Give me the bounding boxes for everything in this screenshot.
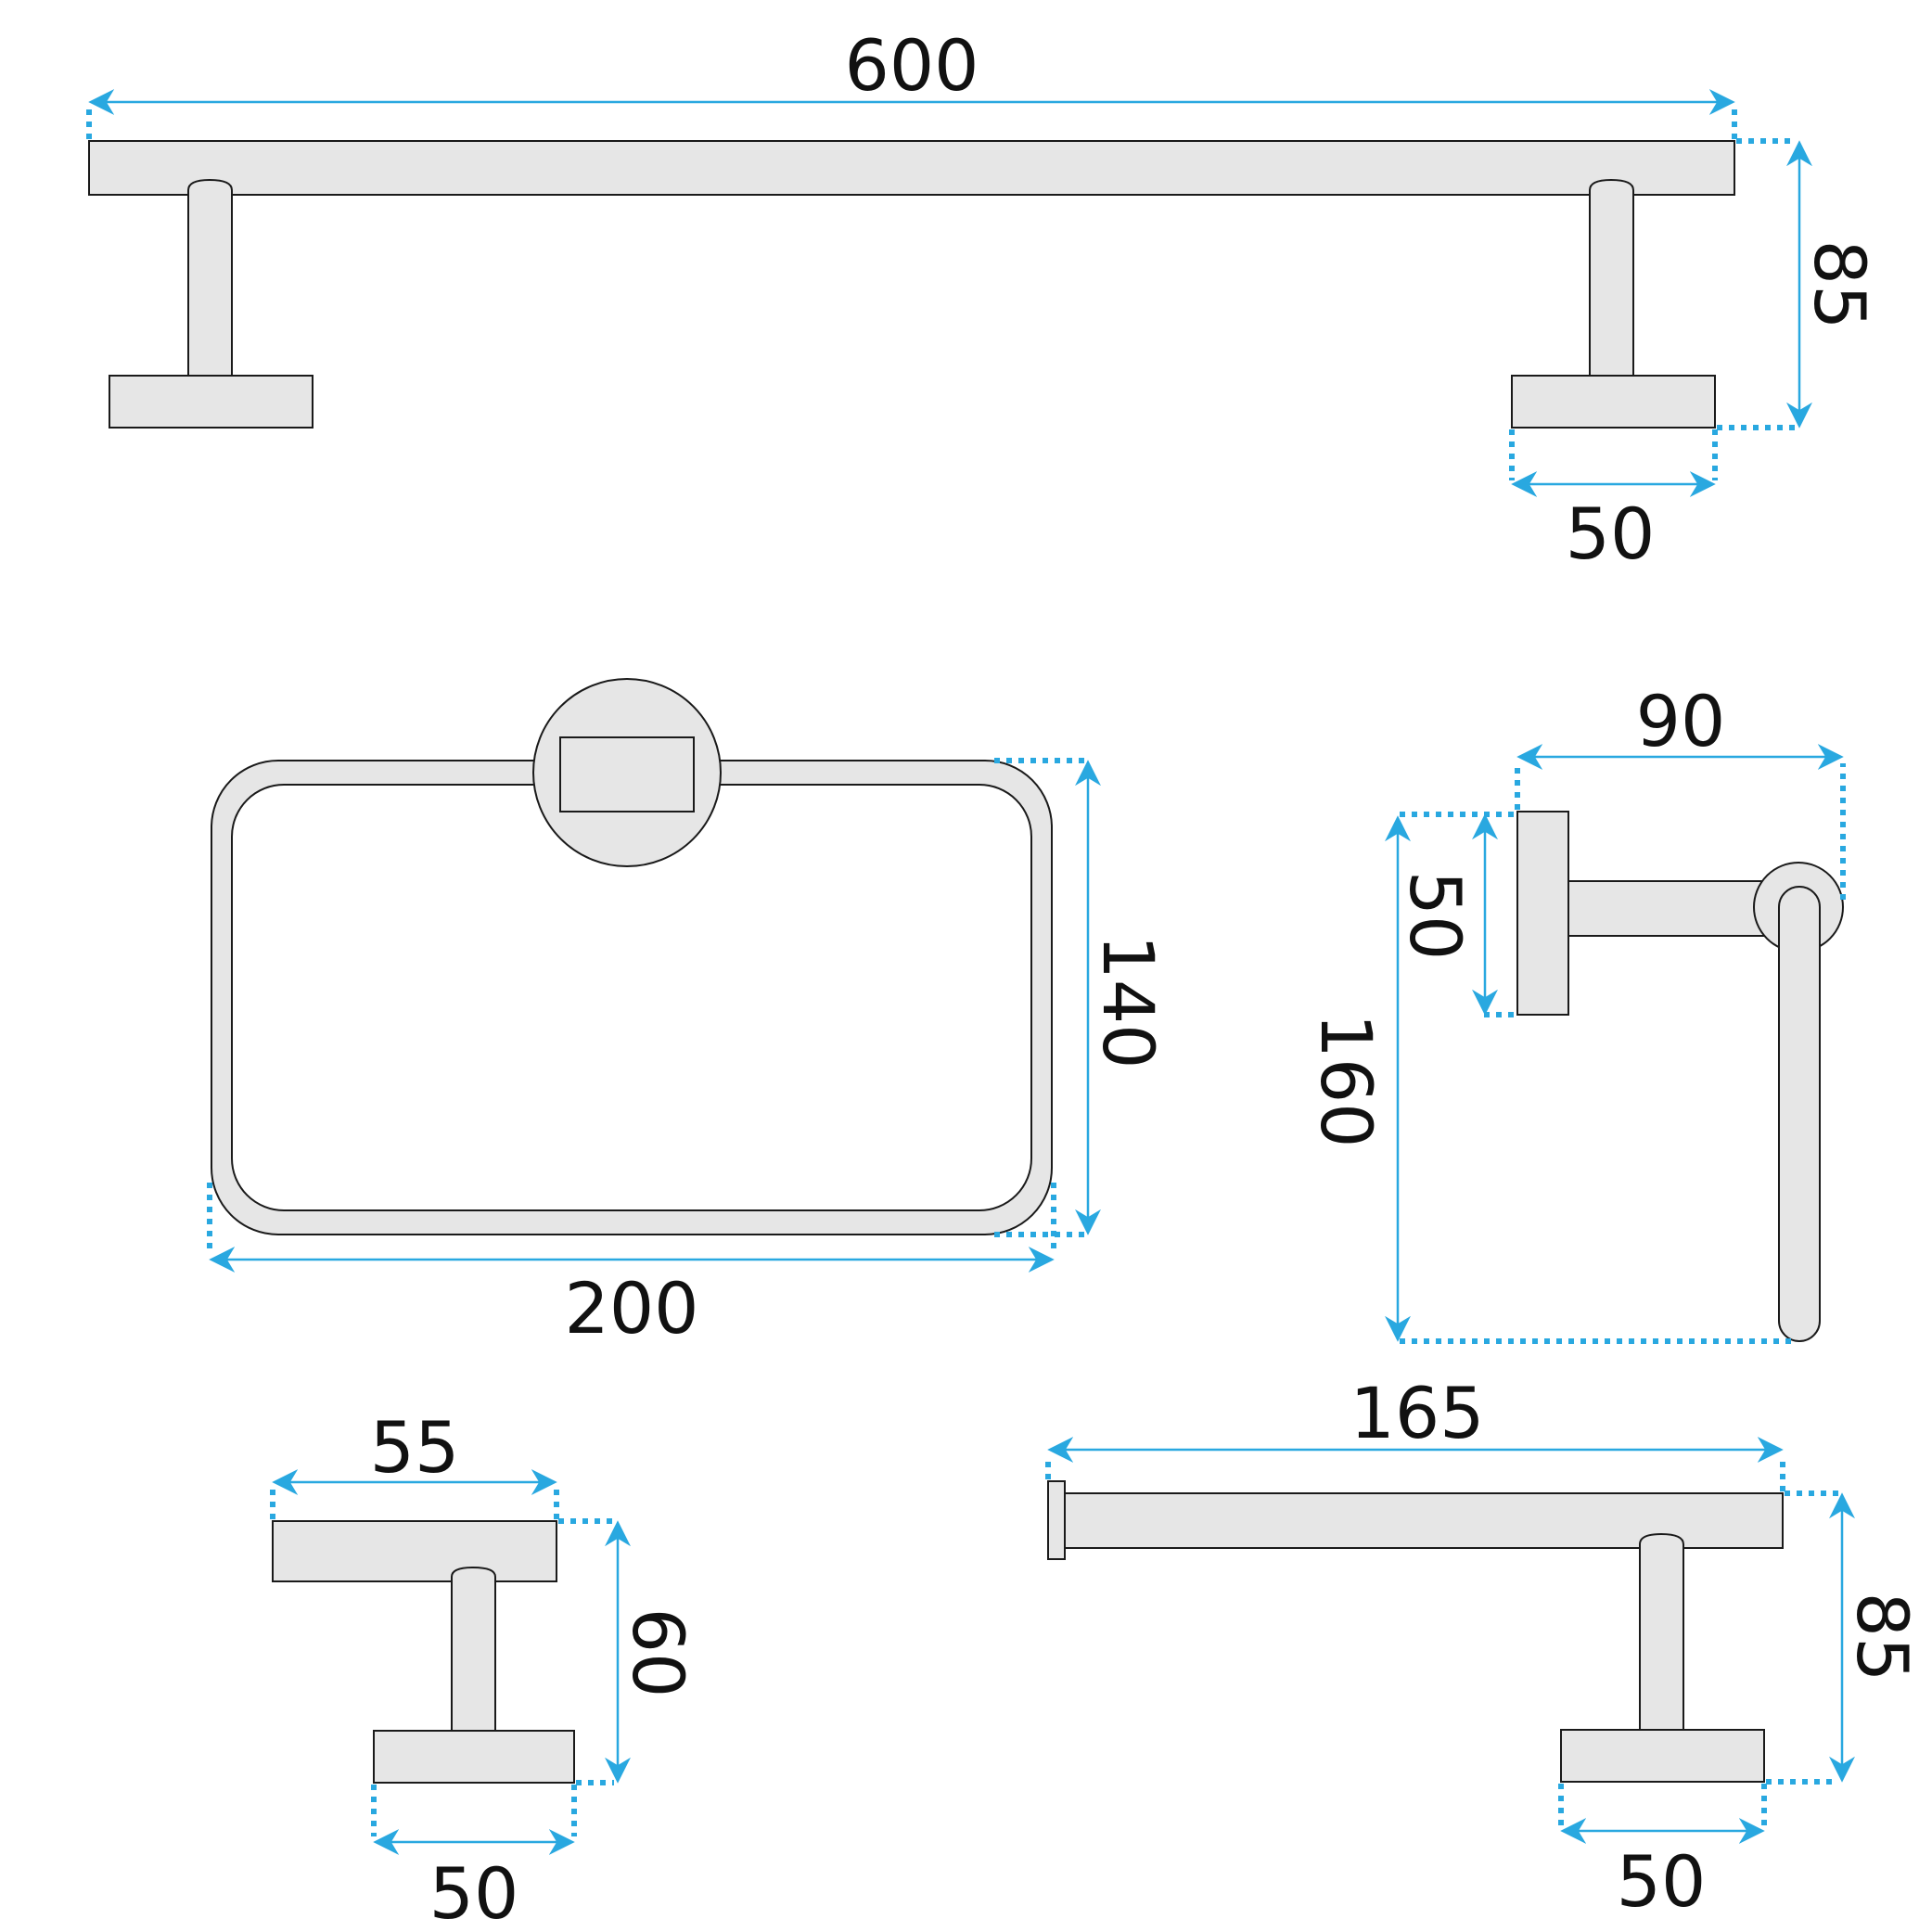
towel-bar: 600 85 50 [86, 24, 1881, 575]
short-bar-post [1639, 1532, 1684, 1731]
robe-hook-post [451, 1566, 496, 1732]
paper-holder-arm [1567, 880, 1772, 937]
paper-holder-width-label: 90 [1636, 680, 1726, 762]
robe-hook: 55 60 50 [270, 1406, 699, 1932]
towel-ring-width-label: 200 [564, 1267, 698, 1350]
short-bar-width-label: 165 [1350, 1372, 1484, 1454]
short-bar-base-label: 50 [1617, 1840, 1707, 1923]
short-bar: 165 85 50 [1045, 1372, 1924, 1923]
towel-ring: 140 200 [207, 678, 1170, 1350]
towel-bar-base-label: 50 [1566, 493, 1656, 575]
paper-holder-height-label: 160 [1305, 1013, 1388, 1147]
short-bar-base [1560, 1729, 1765, 1783]
robe-hook-base [373, 1730, 575, 1784]
towel-bar-right-base [1511, 375, 1716, 429]
paper-holder-drop-bar [1778, 886, 1821, 1342]
towel-bar-right-post [1589, 178, 1634, 377]
towel-bar-width-label: 600 [844, 24, 979, 107]
short-bar-end-cap [1047, 1480, 1066, 1560]
robe-hook-depth-label: 60 [617, 1608, 699, 1698]
robe-hook-top-plate [272, 1520, 557, 1582]
towel-bar-left-post [187, 178, 233, 377]
paper-holder: 90 50 160 [1305, 680, 1846, 1344]
paper-holder-wall-plate [1516, 811, 1569, 1016]
robe-hook-top-label: 55 [370, 1406, 460, 1489]
short-bar-depth-label: 85 [1841, 1593, 1924, 1683]
towel-ring-height-label: 140 [1087, 934, 1170, 1068]
towel-bar-rail [88, 140, 1735, 196]
towel-ring-mount-block [559, 736, 695, 812]
towel-bar-depth-label: 85 [1798, 240, 1881, 330]
towel-bar-left-base [109, 375, 313, 429]
robe-hook-base-label: 50 [429, 1852, 519, 1932]
paper-holder-plate-label: 50 [1394, 871, 1477, 961]
